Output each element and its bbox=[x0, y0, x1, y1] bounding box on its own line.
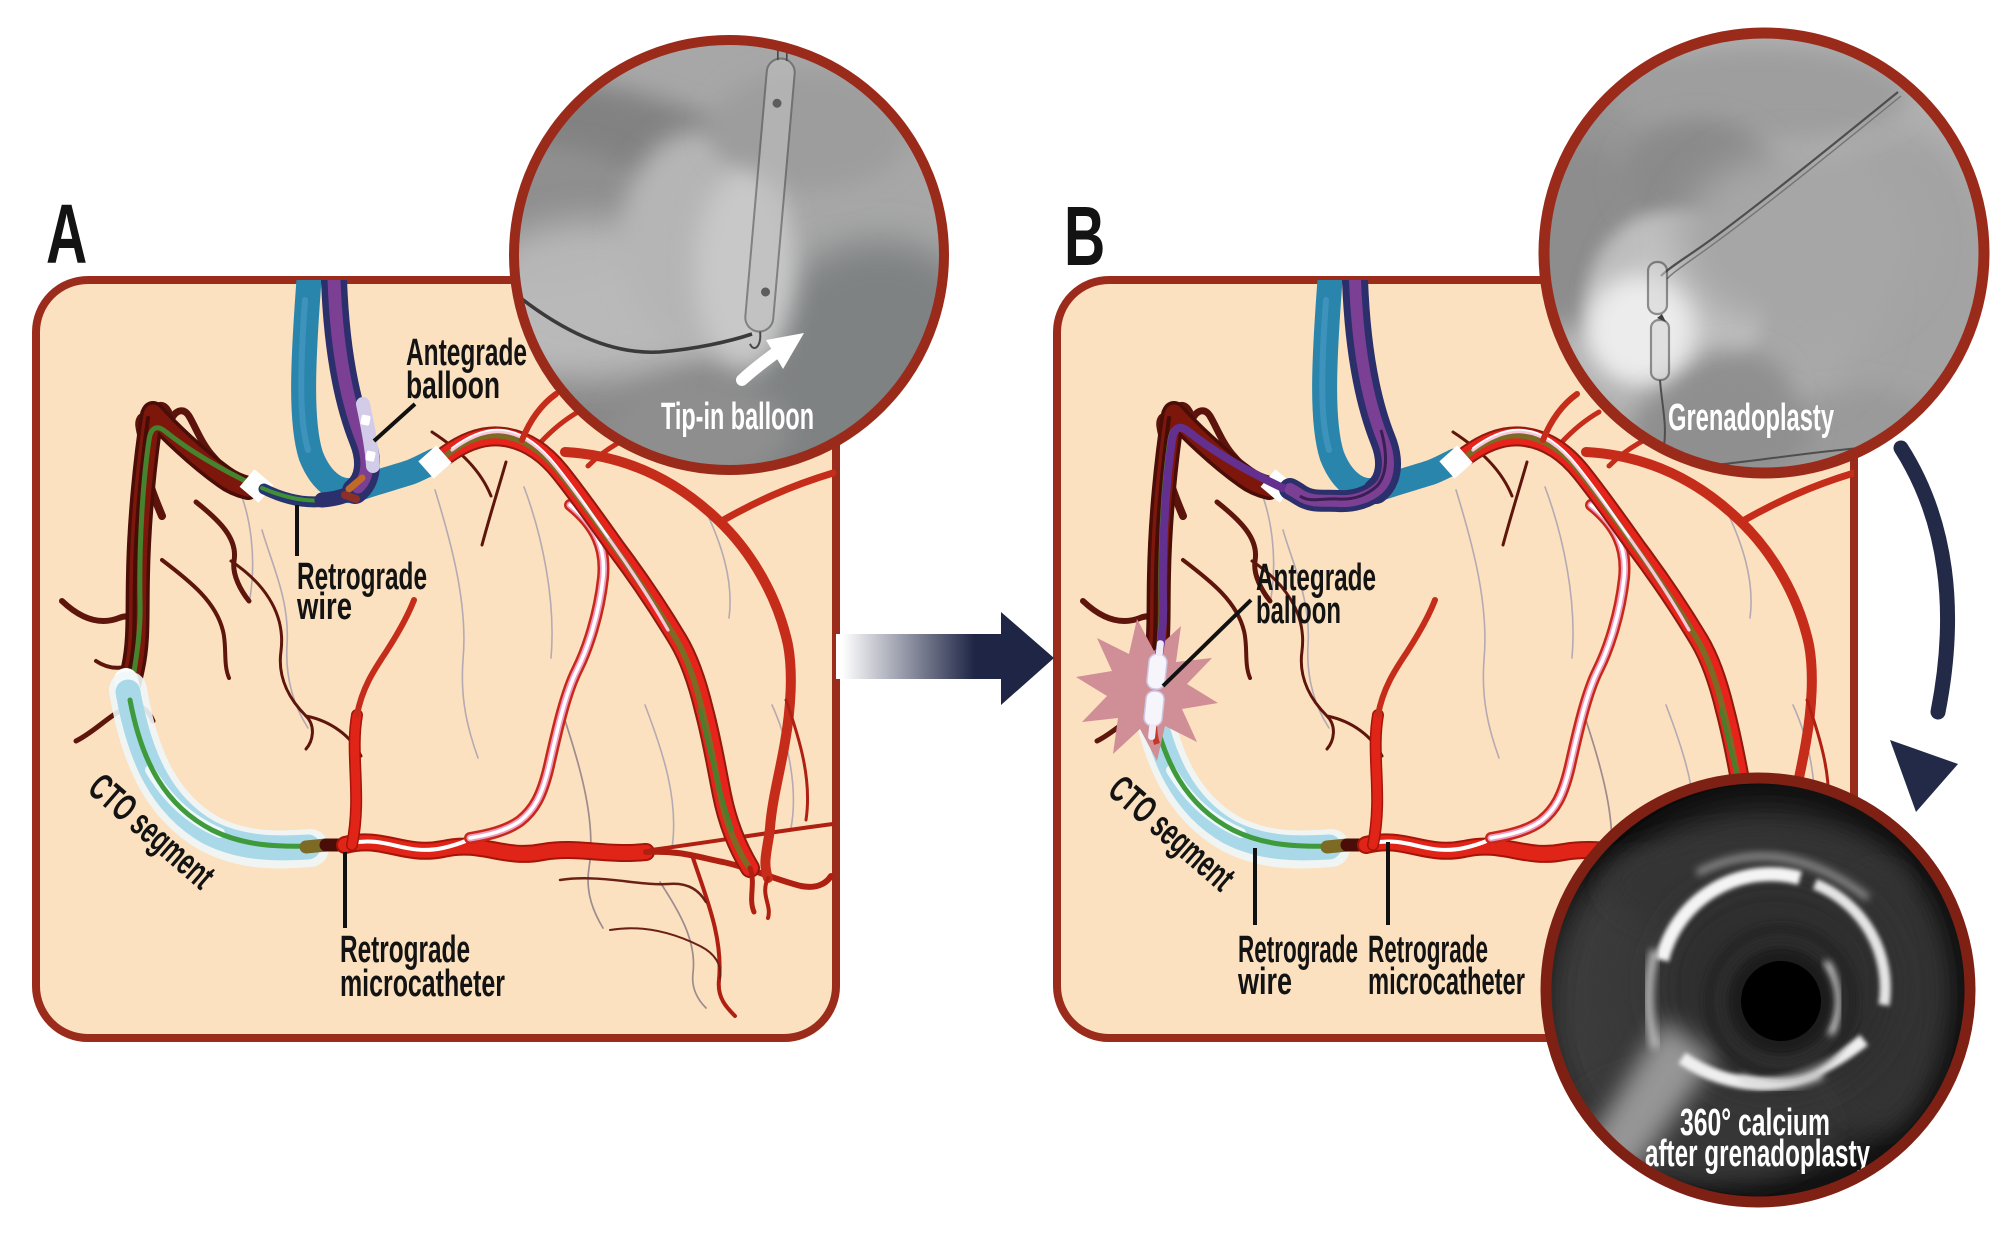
svg-text:360° calcium: 360° calcium bbox=[1680, 1102, 1830, 1144]
svg-text:Tip-in balloon: Tip-in balloon bbox=[661, 396, 814, 438]
svg-text:Antegrade: Antegrade bbox=[1256, 557, 1376, 599]
svg-text:Grenadoplasty: Grenadoplasty bbox=[1668, 397, 1834, 439]
svg-text:A: A bbox=[46, 188, 87, 282]
svg-text:Retrograde: Retrograde bbox=[1368, 929, 1488, 971]
svg-text:wire: wire bbox=[296, 586, 352, 628]
svg-text:B: B bbox=[1064, 190, 1105, 284]
svg-text:Retrograde: Retrograde bbox=[340, 929, 470, 971]
svg-text:balloon: balloon bbox=[1256, 590, 1341, 632]
svg-text:Antegrade: Antegrade bbox=[406, 332, 527, 374]
svg-text:microcatheter: microcatheter bbox=[1368, 961, 1525, 1003]
svg-text:after grenadoplasty: after grenadoplasty bbox=[1645, 1133, 1870, 1175]
svg-text:microcatheter: microcatheter bbox=[340, 963, 505, 1005]
svg-text:wire: wire bbox=[1237, 961, 1292, 1003]
svg-text:balloon: balloon bbox=[406, 365, 500, 407]
svg-text:Retrograde: Retrograde bbox=[297, 556, 427, 598]
svg-text:Retrograde: Retrograde bbox=[1238, 929, 1358, 971]
